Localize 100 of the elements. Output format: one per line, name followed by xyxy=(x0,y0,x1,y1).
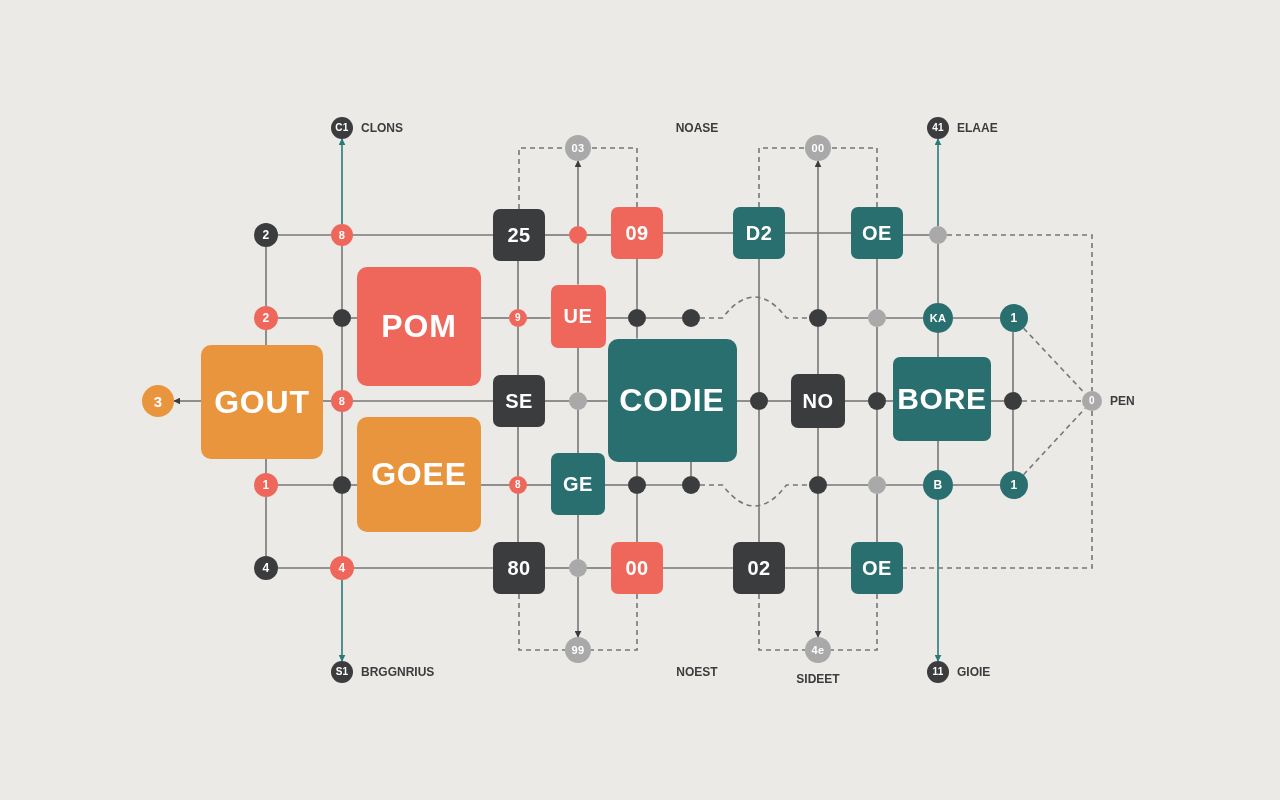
connector-line xyxy=(830,593,878,651)
connector-line xyxy=(577,346,579,393)
connector-line xyxy=(322,400,332,402)
connector-line xyxy=(1022,407,1086,476)
connector-line xyxy=(767,400,792,402)
arrow xyxy=(173,397,202,405)
connector-line xyxy=(277,484,334,486)
connector-line xyxy=(518,593,566,651)
connector-line xyxy=(517,426,519,477)
connector-line xyxy=(662,567,734,569)
connector-line xyxy=(937,440,939,471)
connector-line xyxy=(1012,409,1014,472)
connector-line xyxy=(517,493,519,543)
connector-line xyxy=(544,234,570,236)
arrow xyxy=(934,499,942,662)
connector-line xyxy=(341,326,343,391)
node-label: ELAAE xyxy=(957,122,998,134)
connector-line xyxy=(645,317,683,319)
connector-line xyxy=(341,411,343,477)
arrow xyxy=(338,138,346,225)
node-label: CLONS xyxy=(361,122,403,134)
connector-line xyxy=(758,258,760,393)
connector-line xyxy=(526,317,552,319)
connector-line xyxy=(758,409,760,543)
connector-line xyxy=(758,593,806,651)
connector-line xyxy=(952,317,1001,319)
connector-line xyxy=(350,317,358,319)
connector-line xyxy=(277,567,331,569)
connector-line xyxy=(946,234,1093,392)
process-box: BORE xyxy=(893,357,991,441)
connector-line xyxy=(902,234,930,236)
connector-line xyxy=(586,567,612,569)
connector-line xyxy=(830,147,878,208)
arrow xyxy=(934,138,942,227)
connector-line xyxy=(265,246,267,307)
arrow xyxy=(338,579,346,662)
connector-line xyxy=(590,147,638,208)
process-box: CODIE xyxy=(607,338,737,462)
connector-line xyxy=(662,232,734,234)
arrow xyxy=(574,160,582,227)
process-box: D2 xyxy=(733,207,785,259)
connector-line xyxy=(586,234,612,236)
connector-line xyxy=(817,326,819,375)
connector-line xyxy=(937,332,939,358)
connector-line xyxy=(265,458,267,474)
connector-line xyxy=(265,329,267,346)
arrow xyxy=(814,160,822,310)
connector-line xyxy=(544,567,570,569)
process-box: 00 xyxy=(611,542,663,594)
connector-line xyxy=(876,409,878,477)
process-box: POM xyxy=(357,266,481,386)
connector-line xyxy=(577,409,579,454)
connector-line xyxy=(636,493,638,543)
connector-line xyxy=(784,567,852,569)
connector-line xyxy=(277,317,334,319)
connector-line xyxy=(586,400,609,402)
connector-line xyxy=(645,484,683,486)
node-label: BRGGNRIUS xyxy=(361,666,435,678)
connector-line xyxy=(885,400,894,402)
arrow xyxy=(814,493,822,638)
connector-line xyxy=(353,567,494,569)
process-box: 80 xyxy=(493,542,545,594)
process-box: OE xyxy=(851,207,903,259)
connector-line xyxy=(699,296,810,319)
process-box: OE xyxy=(851,542,903,594)
connector-line xyxy=(526,484,552,486)
process-box: GOEE xyxy=(357,416,481,532)
process-box: 25 xyxy=(493,209,545,261)
process-box: UE xyxy=(550,284,606,348)
connector-line xyxy=(480,484,510,486)
connector-line xyxy=(352,234,494,236)
connector-line xyxy=(876,493,878,543)
process-box: SE xyxy=(493,375,545,427)
connector-line xyxy=(590,593,638,651)
text-label: NOASE xyxy=(675,122,719,134)
connector-line xyxy=(577,243,579,286)
connector-line xyxy=(636,460,638,477)
connector-line xyxy=(876,258,878,310)
connector-line xyxy=(604,484,629,486)
connector-line xyxy=(350,484,358,486)
connector-line xyxy=(517,326,519,376)
connector-line xyxy=(341,493,343,557)
connector-line xyxy=(341,245,343,310)
connector-line xyxy=(277,234,332,236)
connector-line xyxy=(1021,400,1083,402)
connector-line xyxy=(937,243,939,304)
connector-line xyxy=(636,258,638,310)
node-label: PEN xyxy=(1110,395,1135,407)
process-box: GE xyxy=(551,453,605,515)
connector-line xyxy=(1012,331,1014,393)
connector-line xyxy=(352,400,494,402)
process-box: NO xyxy=(791,374,845,428)
connector-line xyxy=(690,460,692,477)
connector-line xyxy=(817,427,819,477)
connector-line xyxy=(885,317,924,319)
connector-line xyxy=(990,400,1005,402)
node-label: SIDEET xyxy=(796,673,840,685)
connector-line xyxy=(604,317,629,319)
process-box: 02 xyxy=(733,542,785,594)
connector-line xyxy=(517,260,519,310)
